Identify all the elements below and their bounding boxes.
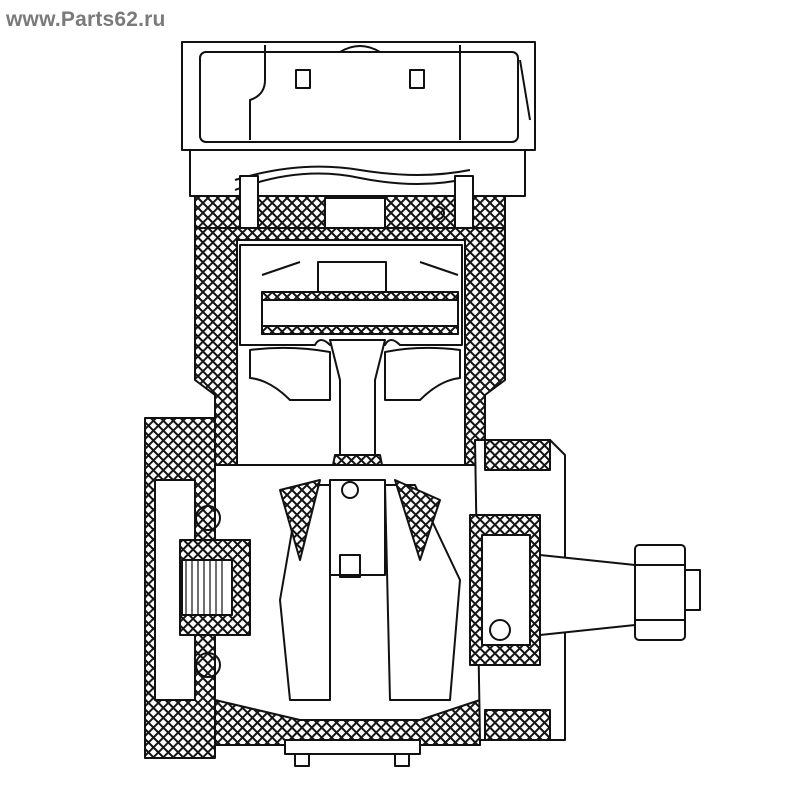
piston xyxy=(239,244,463,346)
cylinder-head xyxy=(181,41,536,151)
valve-plate xyxy=(189,149,526,229)
drive-shaft xyxy=(489,544,701,641)
bottom-cover xyxy=(284,739,421,767)
crankshaft xyxy=(179,479,461,701)
watermark: www.Parts62.ru xyxy=(6,8,166,31)
